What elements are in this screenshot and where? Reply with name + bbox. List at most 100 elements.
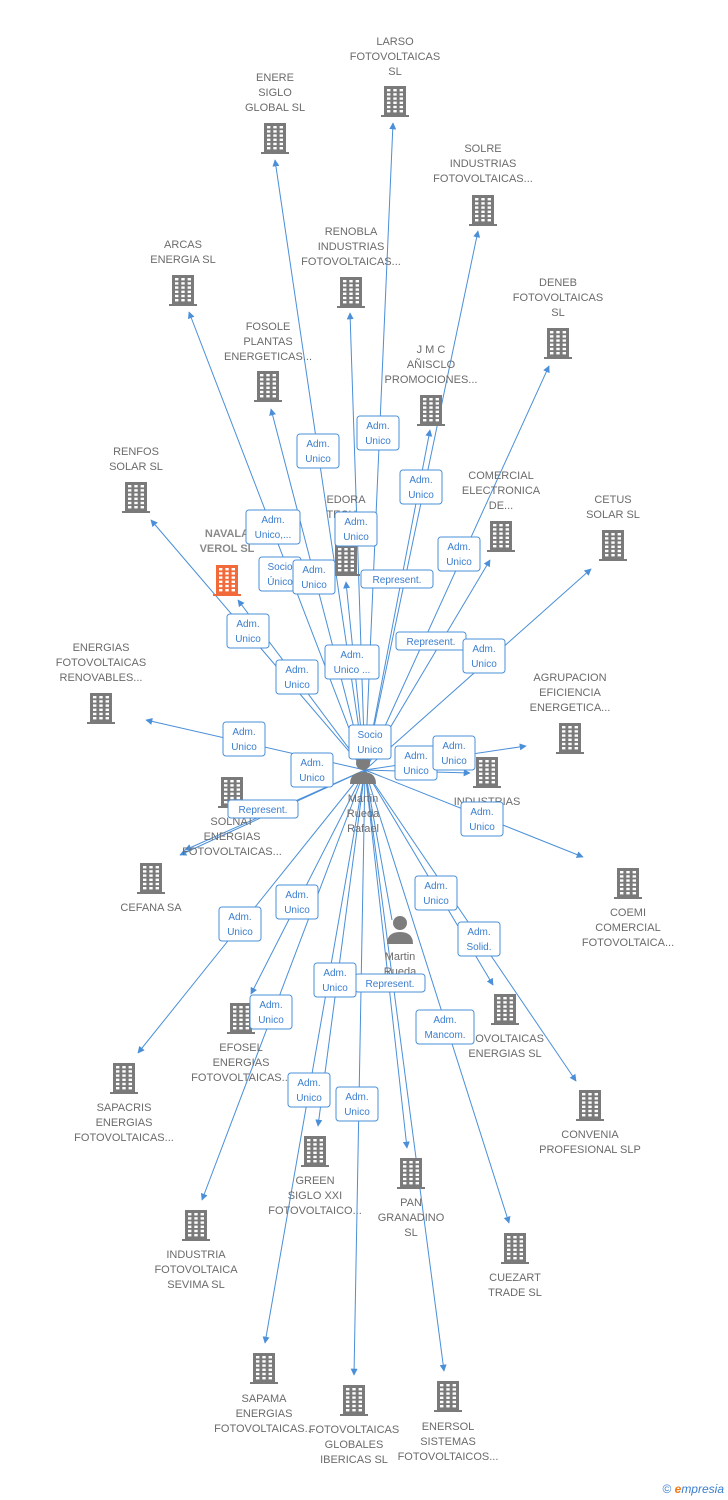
company-node-sapama[interactable]: SAPAMAENERGIASFOTOVOLTAICAS...: [214, 1353, 314, 1435]
relation-label-r30[interactable]: Adm.Unico: [287, 1072, 331, 1108]
company-node-solre[interactable]: SOLREINDUSTRIASFOTOVOLTAICAS...: [433, 143, 533, 226]
relation-label-r22[interactable]: Adm.Unico: [218, 906, 262, 942]
relation-label-r1[interactable]: Adm.Unico: [296, 433, 340, 469]
building-window: [128, 493, 132, 496]
relation-label-r27[interactable]: Adm.Unico: [313, 962, 357, 998]
building-window: [435, 406, 439, 409]
relation-label-r21[interactable]: Adm.Unico: [460, 801, 504, 837]
footer-brand[interactable]: © empresia: [662, 1482, 724, 1496]
building-icon: [544, 328, 572, 359]
building-window: [219, 580, 223, 583]
building-window: [491, 772, 495, 775]
relation-label-r18[interactable]: Adm.Unico: [432, 735, 476, 771]
building-window: [594, 1114, 598, 1117]
relation-label-r20[interactable]: Represent.: [227, 799, 299, 819]
relation-label-r25[interactable]: Adm.Unico: [414, 875, 458, 911]
building-window: [260, 386, 264, 389]
company-node-efosel[interactable]: EFOSELENERGIASFOTOVOLTAICAS...: [191, 1003, 291, 1084]
building-window: [481, 198, 485, 201]
relation-label-r7[interactable]: Adm.Unico: [292, 559, 336, 595]
company-node-enersol[interactable]: ENERSOLSISTEMASFOTOVOLTAICOS...: [398, 1381, 499, 1463]
building-window: [233, 1014, 237, 1017]
relation-text: Adm.: [424, 881, 447, 892]
building-window: [479, 772, 483, 775]
company-node-agrupacion[interactable]: AGRUPACIONEFICIENCIAENERGETICA...: [530, 672, 611, 754]
building-window: [562, 730, 566, 733]
relation-label-r4[interactable]: Adm.Unico,...: [245, 509, 301, 545]
building-window: [632, 892, 636, 895]
company-node-fosole[interactable]: FOSOLEPLANTASENERGETICAS...: [224, 321, 312, 402]
building-window: [562, 747, 566, 750]
relation-text: Unico: [231, 742, 257, 753]
relation-label-r5[interactable]: Adm.Unico: [334, 511, 378, 547]
company-label: FOTOVOLTAICO...: [268, 1205, 362, 1217]
relation-label-r17[interactable]: Adm.Unico: [394, 745, 438, 781]
relation-label-r12[interactable]: Adm.Unico: [462, 638, 506, 674]
building-base: [487, 550, 515, 552]
relation-label-r3[interactable]: Adm.Unico: [399, 469, 443, 505]
company-node-sapacris[interactable]: SAPACRISENERGIASFOTOVOLTAICAS...: [74, 1063, 174, 1144]
company-node-cefana[interactable]: CEFANA SA: [120, 863, 182, 914]
building-window: [350, 569, 354, 572]
relation-label-r26[interactable]: Represent.: [354, 973, 426, 993]
building-window: [513, 1252, 517, 1256]
relation-label-r28[interactable]: Adm.Mancom.: [415, 1009, 475, 1045]
relation-label-r10[interactable]: Adm.Unico: [226, 613, 270, 649]
relation-label-r9[interactable]: Adm.Unico: [437, 536, 481, 572]
company-node-coemi[interactable]: COEMICOMERCIALFOTOVOLTAICA...: [582, 868, 674, 949]
relation-text: Unico: [343, 532, 369, 543]
building-window: [507, 1244, 511, 1247]
relation-label-r23[interactable]: Adm.Unico: [275, 884, 319, 920]
building-window: [440, 1392, 444, 1395]
building-window: [352, 1392, 356, 1395]
company-node-comercial_elec[interactable]: COMERCIALELECTRONICADE...: [462, 470, 541, 552]
building-window: [491, 768, 495, 771]
building-window: [562, 335, 566, 338]
building-window: [617, 533, 621, 536]
company-node-renobla[interactable]: RENOBLAINDUSTRIASFOTOVOLTAICAS...: [301, 226, 401, 308]
relation-label-r2[interactable]: Adm.Unico: [356, 415, 400, 451]
relation-label-r19[interactable]: Adm.Unico: [290, 752, 334, 788]
relation-label-r14[interactable]: Adm.Unico ...: [324, 644, 380, 680]
building-window: [475, 210, 479, 213]
building-base: [250, 1382, 278, 1384]
relation-label-r8[interactable]: Represent.: [360, 569, 434, 589]
relation-label-r13[interactable]: Adm.Unico: [275, 659, 319, 695]
company-label: SAPAMA: [241, 1393, 287, 1405]
relation-label-r29[interactable]: Adm.Unico: [249, 994, 293, 1030]
relation-text: Adm.: [323, 968, 346, 979]
relation-text: Adm.: [442, 741, 465, 752]
building-window: [267, 126, 271, 129]
building-window: [497, 1001, 501, 1004]
building-window: [313, 1147, 317, 1150]
relation-label-r24[interactable]: Adm.Solid.: [457, 921, 501, 957]
company-node-energias_renov[interactable]: ENERGIASFOTOVOLTAICASRENOVABLES...: [56, 642, 146, 724]
company-label: FOTOVOLTAICAS...: [301, 256, 401, 268]
company-label: CEFANA SA: [120, 902, 182, 914]
company-node-solnat[interactable]: SOLNATENERGIASFOTOVOLTAICAS...: [182, 777, 282, 858]
company-node-jmc[interactable]: J M CAÑISCLOPROMOCIONES...: [385, 344, 478, 426]
relation-label-r15[interactable]: Adm.Unico: [222, 721, 266, 757]
building-window: [487, 219, 491, 222]
company-label: ENERGIAS: [96, 1117, 153, 1129]
relation-label-r31[interactable]: Adm.Unico: [335, 1086, 379, 1122]
relation-label-r11[interactable]: Represent.: [395, 631, 467, 651]
